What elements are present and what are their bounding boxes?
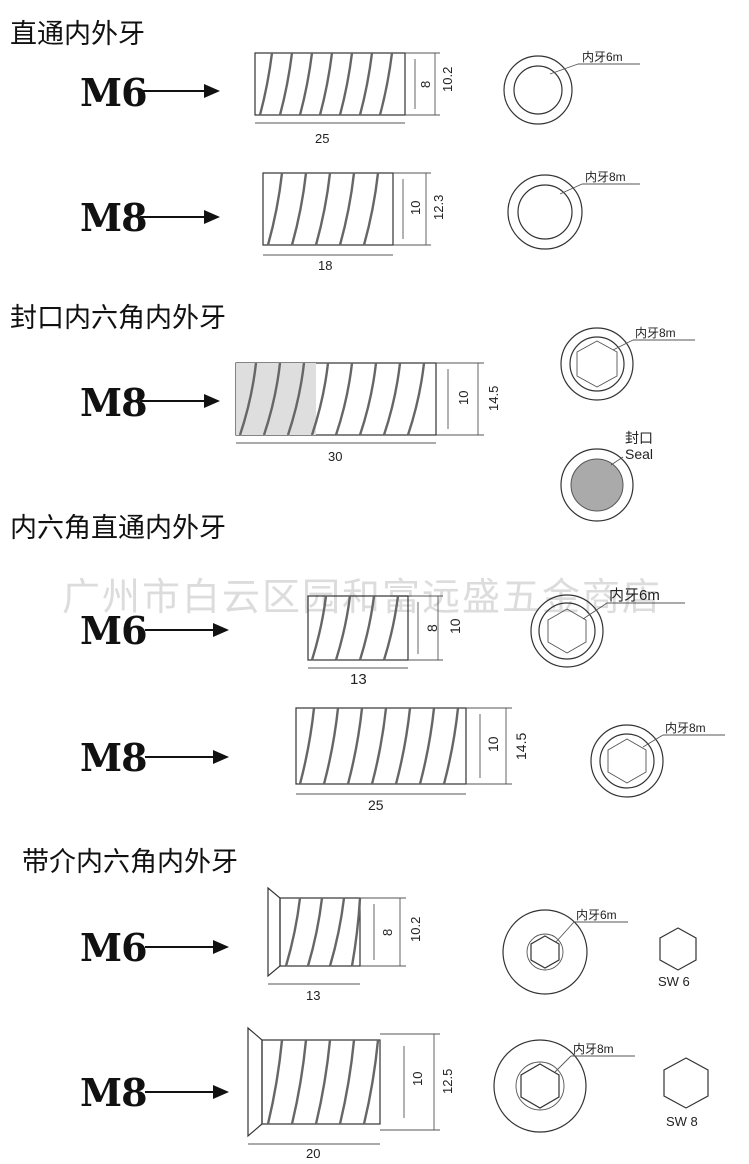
arrow-icon bbox=[145, 940, 229, 954]
watermark-text: 广州市白云区园和富远盛五金商店 bbox=[62, 575, 663, 619]
thread-label: 内牙6m bbox=[576, 908, 617, 922]
outer-dia-dim: 14.5 bbox=[486, 386, 501, 411]
inner-dia-dim: 10 bbox=[485, 736, 501, 752]
section-heading-straight: 直通内外牙 bbox=[10, 19, 145, 50]
end-view-m6-flanged: 内牙6m bbox=[502, 908, 628, 995]
inner-dia-dim: 8 bbox=[380, 929, 395, 936]
length-dim: 18 bbox=[318, 258, 332, 273]
end-view-seal: 封口 Seal bbox=[560, 430, 653, 522]
seal-label-en: Seal bbox=[625, 446, 653, 462]
inner-dia-dim: 10 bbox=[408, 201, 423, 215]
length-dim: 13 bbox=[350, 671, 367, 688]
section-heading-hex-straight: 内六角直通内外牙 bbox=[10, 513, 226, 544]
insert-drawing-m6-hex: 13 8 10 bbox=[307, 595, 463, 688]
outer-dia-dim: 14.5 bbox=[513, 733, 529, 760]
thread-coils bbox=[266, 172, 380, 246]
thread-label: 内牙8m bbox=[635, 326, 676, 340]
insert-drawing-m6-flanged: 13 8 10.2 bbox=[267, 886, 423, 1003]
hex-label: SW 8 bbox=[666, 1114, 698, 1129]
size-label-m6: M6 bbox=[80, 925, 148, 970]
thread-coils bbox=[310, 595, 400, 661]
arrow-icon bbox=[140, 210, 220, 224]
outer-dia-dim: 10 bbox=[447, 618, 463, 634]
outer-dia-dim: 12.3 bbox=[431, 195, 446, 220]
arrow-icon bbox=[140, 394, 220, 408]
thread-coils bbox=[284, 897, 362, 967]
thread-label: 内牙8m bbox=[573, 1042, 614, 1056]
section-heading-sealed-hex: 封口内六角内外牙 bbox=[10, 303, 226, 334]
insert-drawing-m8-flanged: 20 10 12.5 bbox=[247, 1026, 455, 1161]
length-dim: 13 bbox=[306, 988, 320, 1003]
outer-dia-dim: 10.2 bbox=[440, 67, 455, 92]
arrow-icon bbox=[140, 84, 220, 98]
hex-label: SW 6 bbox=[658, 974, 690, 989]
end-view-m6-hex: 内牙6m bbox=[530, 587, 685, 668]
arrow-icon bbox=[145, 623, 229, 637]
size-label-m8: M8 bbox=[80, 380, 148, 425]
insert-drawing-m8-sealed: 30 10 14.5 bbox=[235, 362, 501, 464]
length-dim: 25 bbox=[315, 131, 329, 146]
thread-label: 内牙8m bbox=[665, 721, 706, 735]
size-label-m8: M8 bbox=[80, 195, 148, 240]
size-label-m8: M8 bbox=[80, 1070, 148, 1115]
size-label-m8: M8 bbox=[80, 735, 148, 780]
insert-drawing-m6-straight: 25 8 10.2 bbox=[254, 52, 455, 146]
arrow-icon bbox=[145, 1085, 229, 1099]
inner-dia-dim: 8 bbox=[418, 81, 433, 88]
inner-dia-dim: 8 bbox=[424, 624, 440, 632]
size-label-m6: M6 bbox=[80, 608, 148, 653]
end-view-m8-hex: 内牙8m bbox=[590, 721, 725, 798]
thread-label: 内牙6m bbox=[582, 50, 623, 64]
outer-dia-dim: 10.2 bbox=[408, 917, 423, 942]
end-view-m8-straight: 内牙8m bbox=[507, 170, 640, 250]
length-dim: 30 bbox=[328, 449, 342, 464]
thread-label: 内牙8m bbox=[585, 170, 626, 184]
inner-dia-dim: 10 bbox=[410, 1072, 425, 1086]
end-view-m8-sealed: 内牙8m bbox=[560, 326, 695, 401]
hex-key-icon-sw6: SW 6 bbox=[658, 927, 697, 989]
length-dim: 25 bbox=[368, 797, 384, 813]
seal-label-cn: 封口 bbox=[625, 430, 653, 446]
size-label-m6: M6 bbox=[80, 70, 148, 115]
thread-coils bbox=[266, 1039, 380, 1125]
end-view-m8-flanged: 内牙8m bbox=[493, 1039, 635, 1133]
section-heading-flanged-hex: 带介内六角内外牙 bbox=[22, 847, 238, 878]
insert-drawing-m8-hex: 25 10 14.5 bbox=[295, 707, 529, 813]
thread-label: 内牙6m bbox=[609, 587, 660, 604]
outer-dia-dim: 12.5 bbox=[440, 1069, 455, 1094]
insert-drawing-m8-straight: 18 10 12.3 bbox=[262, 172, 446, 273]
inner-dia-dim: 10 bbox=[456, 391, 471, 405]
hex-key-icon-sw8: SW 8 bbox=[663, 1057, 709, 1129]
end-view-m6-straight: 内牙6m bbox=[503, 50, 640, 125]
thread-coils bbox=[238, 362, 426, 436]
thread-coils bbox=[298, 707, 460, 785]
arrow-icon bbox=[145, 750, 229, 764]
length-dim: 20 bbox=[306, 1146, 320, 1161]
thread-coils bbox=[258, 52, 394, 116]
